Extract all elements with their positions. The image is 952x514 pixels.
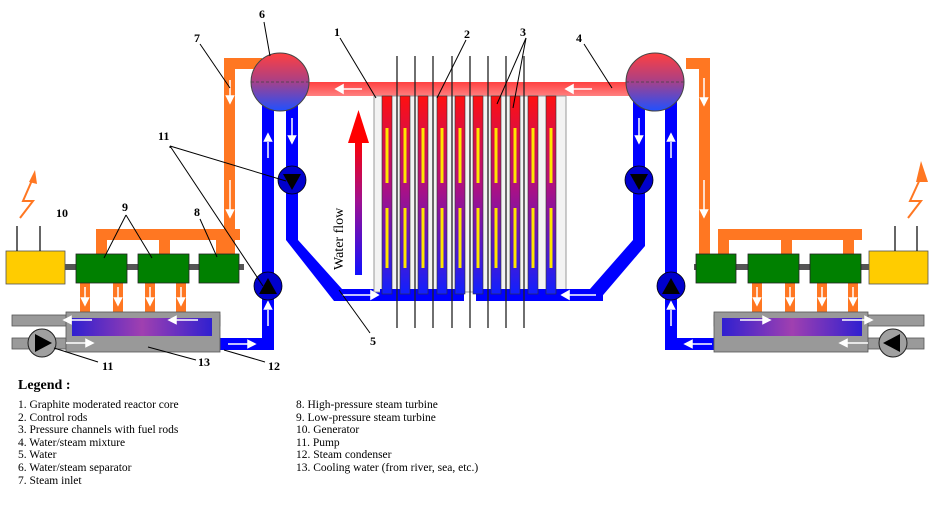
turbine-generator-right bbox=[694, 161, 929, 285]
pressure-channel bbox=[527, 95, 539, 295]
legend-item: 10. Generator bbox=[296, 424, 360, 437]
callout-8: 8 bbox=[194, 205, 200, 219]
pressure-channel bbox=[509, 95, 521, 295]
legend-item: 7. Steam inlet bbox=[18, 474, 82, 487]
callout-leaders bbox=[53, 21, 613, 363]
callout-11: 11 bbox=[102, 359, 113, 373]
callout-11: 11 bbox=[158, 129, 169, 143]
legend-item: 9. Low-pressure steam turbine bbox=[296, 411, 436, 424]
legend-item: 1. Graphite moderated reactor core bbox=[18, 399, 179, 411]
callout-3: 3 bbox=[520, 25, 526, 39]
pressure-channels bbox=[381, 95, 557, 295]
callout-4: 4 bbox=[576, 31, 582, 45]
steam-condenser-right bbox=[713, 311, 925, 353]
pressure-channel bbox=[436, 95, 448, 295]
callout-6: 6 bbox=[259, 7, 265, 21]
callout-9: 9 bbox=[122, 200, 128, 214]
legend-item: 12. Steam condenser bbox=[296, 449, 392, 462]
callout-10: 10 bbox=[56, 206, 68, 220]
inlet-flow-arrows bbox=[342, 289, 596, 301]
pump-icon bbox=[624, 165, 654, 195]
pressure-channel bbox=[545, 95, 557, 295]
pump-icon bbox=[277, 165, 307, 195]
pump-icon bbox=[27, 328, 57, 358]
pressure-channel bbox=[417, 95, 429, 295]
legend-item: 8. High-pressure steam turbine bbox=[296, 399, 438, 411]
steam-separator-left bbox=[250, 52, 310, 112]
pressure-channel bbox=[454, 95, 466, 295]
pipe-flow-arrows bbox=[80, 78, 858, 349]
turbine-generator-left bbox=[5, 170, 244, 285]
water-flow-arrow bbox=[348, 110, 369, 275]
legend-item: 13. Cooling water (from river, sea, etc.… bbox=[296, 461, 479, 474]
legend-item: 5. Water bbox=[18, 449, 57, 462]
legend-item: 3. Pressure channels with fuel rods bbox=[18, 424, 179, 437]
steam-separator-right bbox=[625, 52, 685, 112]
control-rods bbox=[396, 56, 525, 328]
legend-title: Legend : bbox=[18, 378, 71, 393]
legend-item: 6. Water/steam separator bbox=[18, 461, 132, 474]
pump-icon bbox=[656, 271, 686, 301]
water-flow-label: Water flow bbox=[332, 207, 347, 270]
pressure-channel bbox=[472, 95, 484, 295]
legend-item: 4. Water/steam mixture bbox=[18, 436, 126, 449]
callout-2: 2 bbox=[464, 27, 470, 41]
steam-mixture-header bbox=[300, 82, 630, 96]
legend-item: 11. Pump bbox=[296, 436, 340, 449]
legend-list-left: 1. Graphite moderated reactor core 2. Co… bbox=[18, 399, 179, 487]
callout-1: 1 bbox=[334, 25, 340, 39]
pressure-channel bbox=[490, 95, 502, 295]
pressure-channel bbox=[399, 95, 411, 295]
legend-list-right: 8. High-pressure steam turbine 9. Low-pr… bbox=[296, 399, 478, 475]
callout-12: 12 bbox=[268, 359, 280, 373]
steam-condenser-left bbox=[11, 311, 221, 353]
header-flow-arrows bbox=[334, 83, 592, 95]
pump-icon bbox=[878, 328, 908, 358]
callout-7: 7 bbox=[194, 31, 200, 45]
legend-item: 2. Control rods bbox=[18, 411, 88, 424]
callout-13: 13 bbox=[198, 355, 210, 369]
callout-5: 5 bbox=[370, 334, 376, 348]
pressure-channel bbox=[381, 95, 393, 295]
callout-numbers: 1 2 3 4 5 6 7 8 9 10 11 11 12 13 bbox=[56, 7, 582, 373]
rbmk-reactor-diagram: Water flow bbox=[5, 7, 929, 373]
pump-icon bbox=[253, 271, 283, 301]
